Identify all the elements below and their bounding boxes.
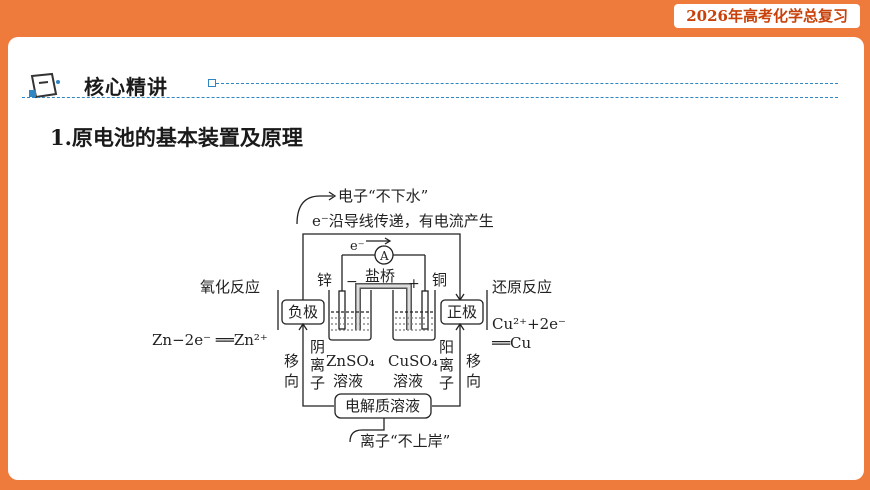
- ion-bottom-curve: [349, 418, 385, 443]
- left-move-char-2: 向: [284, 372, 299, 390]
- electron-flow-label: e⁻沿导线传递，有电流产生: [312, 212, 494, 230]
- cation-char-1: 阳: [439, 338, 454, 356]
- salt-bridge: [355, 283, 412, 330]
- znso4-label: ZnSO₄: [326, 352, 375, 370]
- anion-char-1: 阴: [310, 338, 325, 356]
- cation-arrowhead: [455, 322, 465, 331]
- cation-char-2: 离: [439, 356, 454, 374]
- right-move-label: 移 向: [466, 352, 486, 390]
- ion-bottom-label: 离子“不上岸”: [360, 432, 450, 450]
- electrolyte-box: [334, 393, 432, 419]
- electron-curve-arrowhead: [328, 191, 337, 201]
- znso4-solution-label: 溶液: [333, 372, 363, 390]
- plus-sign: +: [408, 276, 420, 292]
- electron-curve-arrow: [296, 195, 333, 225]
- right-beaker: [392, 290, 436, 341]
- oxidation-label: 氧化反应: [200, 278, 260, 296]
- electrode-leads: [341, 255, 426, 292]
- section-title: 核心精讲: [84, 75, 168, 99]
- electron-top-label: 电子“不下水”: [338, 187, 428, 205]
- left-move-char-1: 移: [284, 352, 299, 370]
- notebook-icon: [29, 72, 60, 99]
- minus-sign: −: [346, 274, 358, 290]
- liquid-fill: [331, 317, 433, 331]
- negative-equation: Zn−2e⁻ ══Zn²⁺: [152, 331, 268, 349]
- anion-label: 阴 离 子: [310, 338, 330, 392]
- left-move-label: 移 向: [284, 352, 304, 390]
- anion-char-2: 离: [310, 356, 325, 374]
- positive-box: [440, 299, 484, 325]
- cuso4-solution-label: 溶液: [393, 372, 423, 390]
- cation-char-3: 子: [439, 374, 454, 392]
- electron-arrowhead: [384, 237, 392, 245]
- section-underline: [22, 97, 838, 98]
- salt-bridge-label: 盐桥: [365, 267, 395, 285]
- anion-arrowhead: [298, 322, 308, 331]
- zinc-electrode: [338, 290, 346, 330]
- ion-loop: [302, 324, 461, 407]
- positive-equation-1: Cu²⁺+2e⁻: [492, 315, 566, 333]
- salt-bridge-inner: [356, 284, 411, 330]
- anion-char-3: 子: [310, 374, 325, 392]
- right-move-char-1: 移: [466, 352, 481, 370]
- section-divider: [216, 83, 838, 84]
- divider-marker: [208, 79, 216, 87]
- cuso4-label: CuSO₄: [388, 352, 438, 370]
- positive-label: 正极: [447, 303, 477, 321]
- external-wire: [302, 233, 461, 300]
- positive-equation-2: ══Cu: [491, 334, 532, 352]
- electron-symbol: e⁻: [350, 239, 365, 254]
- ammeter-label: A: [379, 249, 389, 263]
- negative-label: 负极: [288, 303, 318, 321]
- topic-heading: 1.原电池的基本装置及原理: [50, 125, 303, 150]
- left-beaker: [328, 290, 372, 341]
- exam-badge: 2026年高考化学总复习: [674, 4, 860, 28]
- electrolyte-label: 电解质溶液: [345, 397, 420, 415]
- copper-electrode: [421, 290, 429, 330]
- right-move-char-2: 向: [466, 372, 481, 390]
- cation-label: 阳 离 子: [439, 338, 459, 392]
- zinc-label: 锌: [317, 271, 332, 289]
- reduction-label: 还原反应: [492, 278, 552, 296]
- copper-label: 铜: [432, 271, 447, 289]
